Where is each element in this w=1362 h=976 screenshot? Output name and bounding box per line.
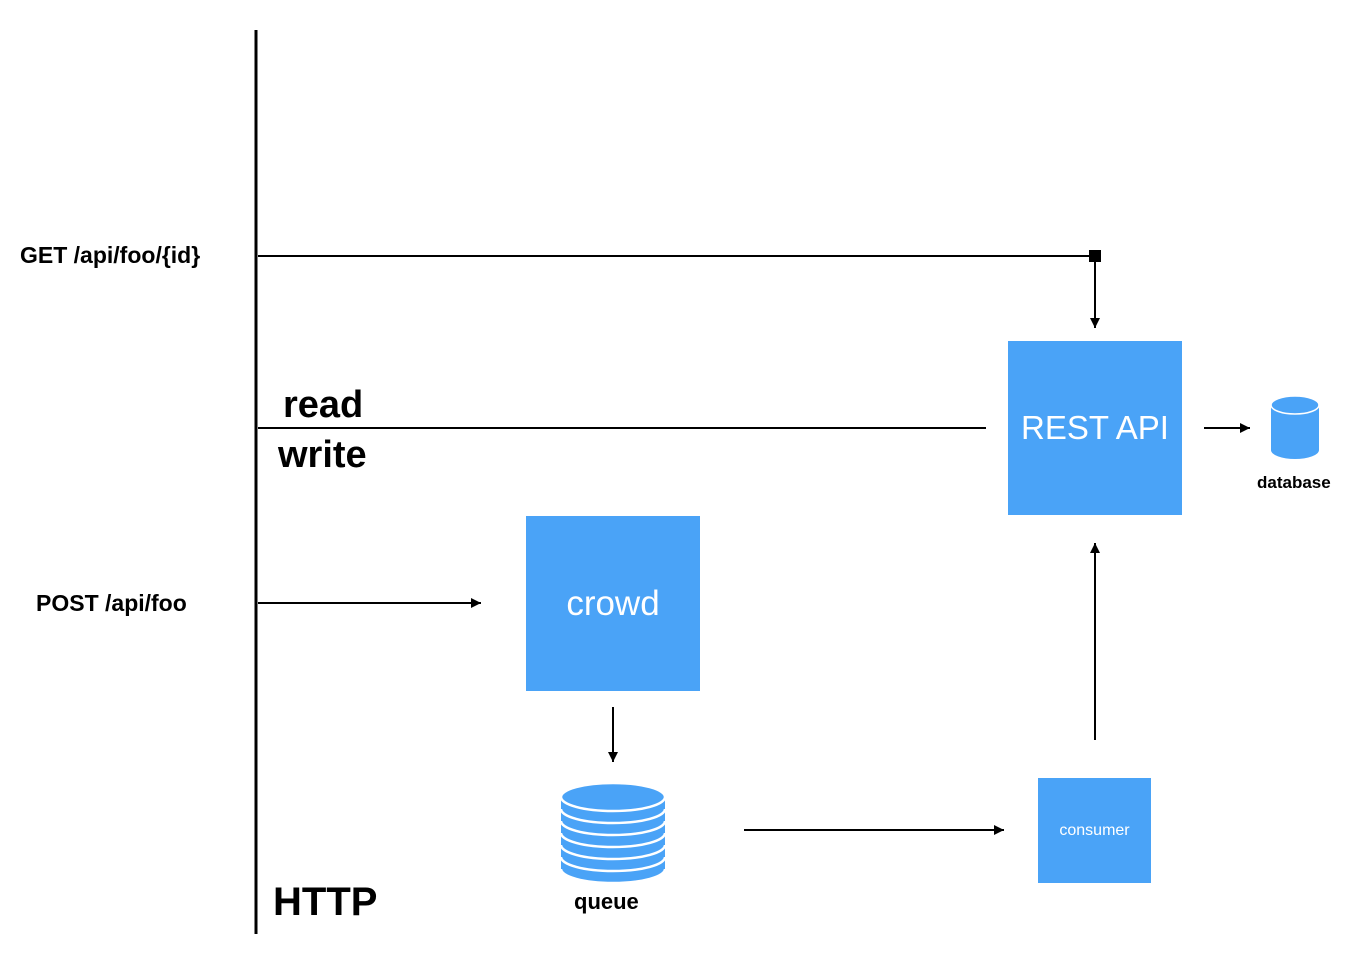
write-label: write: [278, 434, 367, 476]
get-junction-point: [1089, 250, 1101, 262]
post-endpoint-label: POST /api/foo: [36, 590, 187, 616]
http-label: HTTP: [273, 880, 378, 924]
read-label: read: [283, 384, 364, 426]
rest-api-node: REST API: [1008, 341, 1182, 515]
consumer-node-label: consumer: [1059, 821, 1130, 839]
get-endpoint-label: GET /api/foo/{id}: [20, 242, 201, 268]
crowd-node: crowd: [526, 516, 700, 691]
consumer-node: consumer: [1038, 778, 1151, 883]
queue-icon: [559, 781, 667, 885]
database-icon: [1270, 395, 1320, 459]
queue-label: queue: [574, 889, 639, 914]
crowd-node-label: crowd: [566, 583, 660, 623]
database-label: database: [1257, 473, 1331, 492]
rest-api-node-label: REST API: [1021, 409, 1169, 446]
